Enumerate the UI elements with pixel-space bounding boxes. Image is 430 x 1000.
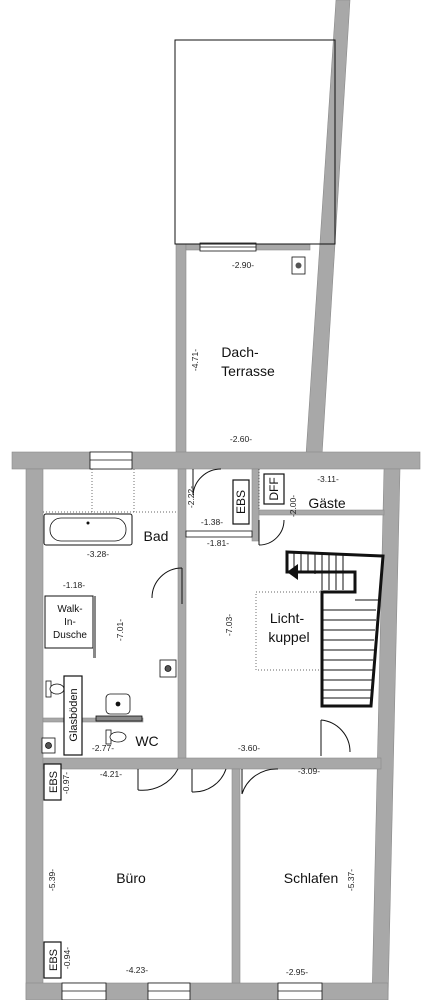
sink <box>105 693 131 715</box>
dachterrasse-label-2: Terrasse <box>221 363 275 379</box>
windows <box>61 242 323 1000</box>
dachterrasse-label-1: Dach- <box>221 344 259 360</box>
dim-bad-width: -3.28- <box>87 549 109 559</box>
dimension-labels: -2.90- -4.71- -2.60- -2.22- -3.11- -2.00… <box>47 260 356 977</box>
room-labels: Dach- Terrasse Bad Gäste Walk- In- Dusch… <box>53 344 346 886</box>
shower-glass <box>93 596 96 658</box>
dim-wc-277: -2.77- <box>92 743 114 753</box>
dim-hall-222: -2.22- <box>186 486 196 508</box>
ebs-buero-bottom-label: EBS <box>48 949 60 971</box>
dim-bad-701: -7.01- <box>115 619 125 641</box>
walkin-label-1: Walk- <box>57 604 82 615</box>
tag-boxes <box>43 473 285 979</box>
right-outer-wall <box>371 468 401 1000</box>
stair-arrow-icon <box>287 564 298 580</box>
dim-schlafen-537: -5.37- <box>346 869 356 891</box>
glasboeden-label: Glasböden <box>68 688 80 741</box>
dim-terrace-bottom: -2.60- <box>230 434 252 444</box>
schlafen-window <box>277 982 323 1000</box>
hall-strip <box>185 530 253 538</box>
gaeste-label: Gäste <box>308 495 346 511</box>
left-outer-wall <box>25 468 44 1000</box>
buero-window-2 <box>147 982 191 1000</box>
buero-schlafen-wall <box>231 768 241 984</box>
lichtkuppel-label-2: kuppel <box>268 629 309 645</box>
wc-partition-wall <box>42 717 144 723</box>
dim-gaeste-width: -3.11- <box>317 474 339 484</box>
dim-buero-421: -4.21- <box>100 769 122 779</box>
dim-gaeste-200: -2.00- <box>288 495 298 517</box>
tag-labels: EBS DFF EBS EBS Glasböden <box>48 477 281 971</box>
buero-window-1 <box>61 982 107 1000</box>
dim-terrace-depth: -4.71- <box>190 349 200 371</box>
walkin-label-3: Dusche <box>53 630 87 641</box>
counter <box>95 715 143 722</box>
dim-buero-094: -0.94- <box>62 947 72 969</box>
dim-hall-181: -1.81- <box>207 538 229 548</box>
dim-hall-138: -1.38- <box>201 517 223 527</box>
wc-toilet <box>105 729 127 745</box>
middle-wall <box>42 757 382 770</box>
ebs-buero-top-label: EBS <box>48 771 60 793</box>
schlafen-label: Schlafen <box>284 870 338 886</box>
dim-schlafen-309: -3.09- <box>298 766 320 776</box>
dim-schlafen-295: -2.95- <box>286 967 308 977</box>
dim-buero-539: -5.39- <box>47 869 57 891</box>
wc-label: WC <box>135 733 158 749</box>
toilet <box>45 680 65 698</box>
ebs-top-label: EBS <box>234 490 248 514</box>
bad-label: Bad <box>144 528 169 544</box>
gaeste-bottom-wall <box>258 509 385 516</box>
staircase <box>285 550 385 708</box>
dim-stair-703: -7.03- <box>224 614 234 636</box>
bad-partition-wall <box>177 468 187 759</box>
dim-buero-097: -0.97- <box>61 772 71 794</box>
dim-terrace-width: -2.90- <box>232 260 254 270</box>
lichtkuppel-label-1: Licht- <box>270 610 305 626</box>
dim-buero-423: -4.23- <box>126 965 148 975</box>
dim-bad-118: -1.18- <box>63 580 85 590</box>
walkin-dusche <box>44 595 94 649</box>
bathtub <box>43 513 133 546</box>
terrace-floor <box>174 39 336 245</box>
dff-label: DFF <box>267 477 281 500</box>
ebs-wall <box>251 468 260 542</box>
terrace-left-wall <box>175 243 187 457</box>
doors <box>137 468 351 795</box>
terrace-right-wall <box>305 0 351 456</box>
bad-window <box>89 451 133 470</box>
top-wall <box>11 451 421 470</box>
walkin-label-2: In- <box>64 617 76 628</box>
dim-hall-360: -3.60- <box>238 743 260 753</box>
buero-label: Büro <box>116 870 146 886</box>
walls <box>11 0 421 1000</box>
